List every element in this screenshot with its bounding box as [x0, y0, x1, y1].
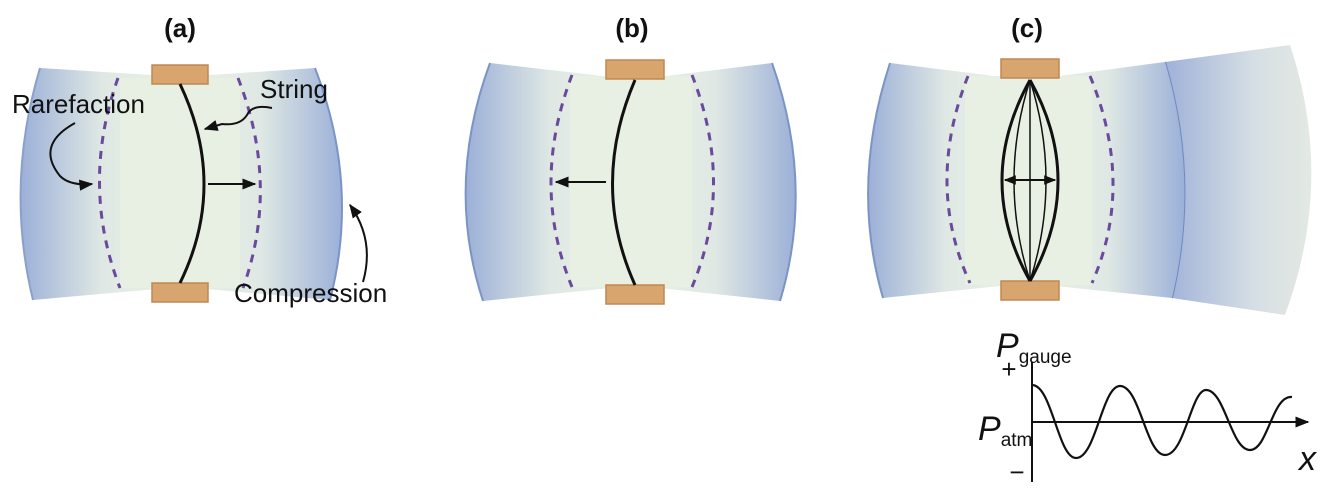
wavefront-dashed-right: [236, 77, 262, 289]
string-bracket-bottom: [151, 282, 209, 303]
label-string: String: [260, 74, 328, 104]
x-axis-label: x: [1297, 440, 1317, 478]
string-bracket-bottom: [605, 284, 665, 305]
string-bracket-bottom: [1000, 280, 1060, 301]
panel-b: (b): [464, 13, 797, 305]
rarefaction-pointer-icon: [49, 122, 94, 191]
pressure-graph: Pgauge + − Patm x: [978, 327, 1317, 487]
plus-tick: +: [1001, 354, 1016, 384]
panel-c-label: (c): [1011, 13, 1043, 43]
reference-axis-label: Patm: [978, 410, 1032, 451]
string-line: [178, 83, 206, 284]
panel-a: (a) Rarefaction String Compression: [12, 13, 387, 308]
compression-region-far-right: [1165, 45, 1312, 315]
panel-a-label: (a): [164, 13, 196, 43]
label-compression: Compression: [234, 278, 387, 308]
string-bracket-top: [151, 64, 209, 85]
wavefront-dashed-left: [549, 74, 574, 288]
string-line: [611, 79, 637, 286]
panel-c: (c): [867, 13, 1312, 315]
label-rarefaction: Rarefaction: [12, 89, 145, 119]
compression-pointer-icon: [349, 203, 368, 283]
pressure-curve: [1031, 383, 1293, 460]
wavefront-dashed-right: [1088, 75, 1115, 284]
wavefront-dashed-left: [945, 75, 972, 284]
minus-tick: −: [1009, 457, 1024, 487]
wavefront-dashed-right: [690, 74, 715, 288]
string-bracket-top: [1000, 58, 1060, 79]
wavefront-dashed-left: [98, 77, 122, 289]
string-pointer-icon: [203, 105, 273, 131]
panel-b-label: (b): [615, 13, 648, 43]
string-bracket-top: [605, 59, 665, 80]
